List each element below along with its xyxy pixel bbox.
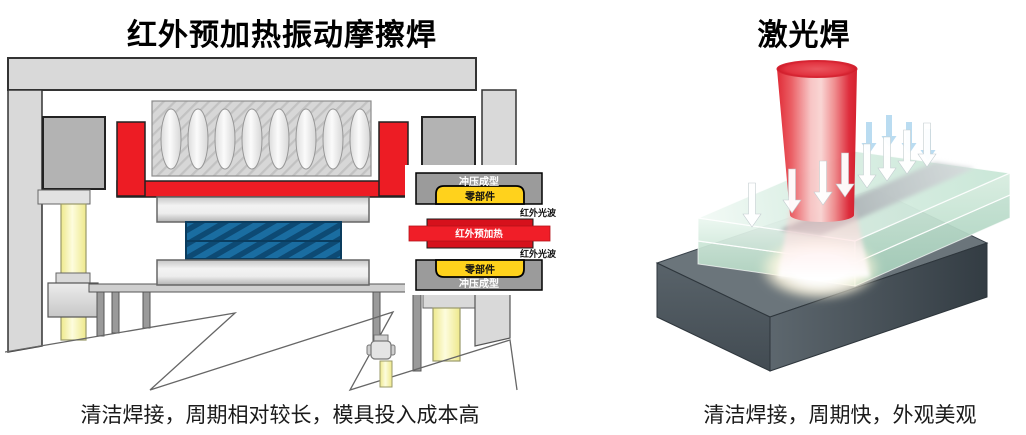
down-arrow-icon <box>857 143 877 189</box>
left-diagram-title: 红外预加热振动摩擦焊 <box>127 19 437 52</box>
inset-bottom-part <box>435 259 525 278</box>
inset-bottom-mold-label: 冲压成型 <box>459 277 499 290</box>
down-arrow-icon <box>782 168 802 214</box>
spring-ovals <box>160 108 371 170</box>
ir-preheater-label: 红外预加热 <box>455 228 503 240</box>
break-line-zigzag <box>5 310 518 392</box>
ir-wave-top-label: 红外光波 <box>520 207 557 218</box>
down-arrow-icon <box>813 160 833 206</box>
laser-cone-rim <box>776 60 858 78</box>
down-arrow-icon <box>877 136 897 182</box>
frame-right-column <box>481 89 517 171</box>
left-drive-block <box>42 116 106 190</box>
inset-top-part-label: 零部件 <box>464 190 495 203</box>
friction-welding-diagram: 冲压成型 零部件 红外光波 红外预加热 红外光波 零部件 冲压成型 <box>5 57 557 392</box>
valve-fitting <box>366 334 396 388</box>
right-lifter-column <box>422 291 511 362</box>
base-front-right-face <box>769 242 988 372</box>
inset-bottom-part-label: 零部件 <box>464 263 495 276</box>
inset-preheat-diagram: 冲压成型 零部件 红外光波 红外预加热 红外光波 零部件 冲压成型 <box>405 165 557 295</box>
hydraulic-rod <box>60 203 87 341</box>
left-lifter-column <box>37 189 99 341</box>
upper-tool-plate <box>156 196 370 223</box>
down-arrow-icon <box>835 152 855 198</box>
frame-top-beam <box>7 57 477 91</box>
down-arrow-icon <box>917 122 937 168</box>
laser-welding-diagram <box>655 60 1013 372</box>
right-diagram-caption: 清洁焊接，周期快，外观美观 <box>703 404 977 427</box>
right-diagram-title: 激光焊 <box>757 19 851 52</box>
ir-wave-bottom-label: 红外光波 <box>520 248 557 259</box>
inset-ir-heater: 红外预加热 <box>408 218 551 249</box>
lifter-cap <box>37 189 91 205</box>
down-arrow-icon <box>897 129 917 175</box>
inset-top-mold-label: 冲压成型 <box>459 175 499 188</box>
pressure-arrows-white <box>742 122 937 228</box>
vibration-spring-block <box>151 100 372 177</box>
workpiece-stack <box>185 221 342 260</box>
down-arrow-icon <box>742 182 762 228</box>
lower-tool-plate <box>156 259 370 286</box>
support-posts <box>96 291 422 372</box>
frame-left-column <box>7 89 43 353</box>
clamp-cap <box>55 272 91 284</box>
laser-beam-transmitted <box>778 207 870 277</box>
inset-top-part <box>435 185 525 205</box>
left-diagram-caption: 清洁焊接，周期相对较长，模具投入成本高 <box>80 404 480 427</box>
